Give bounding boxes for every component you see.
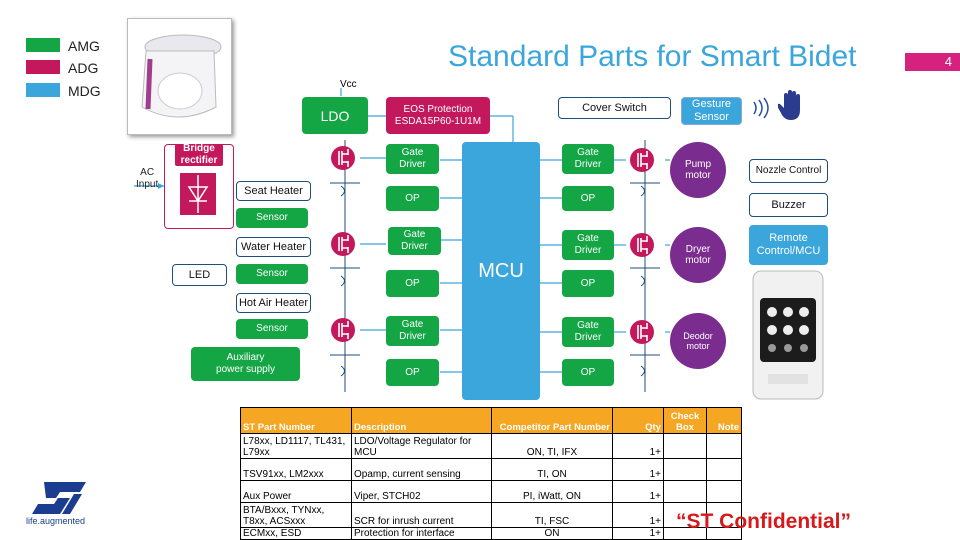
table-cell: TI, ON	[491, 458, 613, 481]
table-cell: Opamp, current sensing	[351, 458, 492, 481]
sensor-block-water: Sensor	[236, 264, 308, 284]
ldo-block: LDO	[302, 97, 368, 134]
table-header: ST Part Number	[240, 407, 352, 434]
table-cell: TI, FSC	[491, 502, 613, 528]
table-cell: L78xx, LD1117, TL431, L79xx	[240, 433, 352, 459]
cover-switch-block: Cover Switch	[558, 97, 671, 119]
table-cell: Aux Power	[240, 480, 352, 503]
confidential-label: “ST Confidential”	[676, 510, 851, 533]
table-cell: LDO/Voltage Regulator for MCU	[351, 433, 492, 459]
table-cell: 1+	[612, 458, 664, 481]
table-cell	[706, 527, 742, 540]
table-row: TSV91xx, LM2xxx Opamp, current sensing T…	[240, 458, 742, 481]
table-cell: 1+	[612, 480, 664, 503]
seat-heater-label: Seat Heater	[236, 181, 311, 201]
table-cell: 1+	[612, 433, 664, 459]
table-cell	[663, 480, 707, 503]
auxiliary-power-supply-block: Auxiliary power supply	[191, 347, 300, 381]
mosfet-icon-left-1	[327, 143, 361, 173]
gesture-sensor-block: Gesture Sensor	[681, 97, 742, 125]
table-row: ECMxx, ESD Protection for interface ON 1…	[240, 527, 742, 540]
op-right-3: OP	[562, 359, 614, 386]
dryer-motor: Dryer motor	[670, 227, 726, 283]
table-cell: 1+	[612, 502, 664, 528]
table-cell: ON	[491, 527, 613, 540]
table-cell	[663, 433, 707, 459]
remote-control-image	[752, 270, 824, 400]
op-left-1: OP	[386, 186, 439, 211]
legend-swatch-amg	[26, 38, 60, 52]
table-cell: PI, iWatt, ON	[491, 480, 613, 503]
eos-protection-block: EOS Protection ESDA15P60-1U1M	[386, 97, 490, 134]
mosfet-icon-right-1	[626, 145, 660, 175]
op-left-3: OP	[386, 359, 439, 386]
table-cell: TSV91xx, LM2xxx	[240, 458, 352, 481]
page-title: Standard Parts for Smart Bidet	[448, 40, 857, 73]
remote-control-mcu-block: Remote Control/MCU	[749, 225, 828, 265]
table-header: Qty	[612, 407, 664, 434]
bidet-product-image	[127, 18, 232, 135]
gate-driver-right-2: Gate Driver	[562, 230, 614, 260]
mosfet-icon-right-3	[626, 317, 660, 347]
gate-driver-left-3: Gate Driver	[386, 316, 439, 346]
table-cell: ON, TI, IFX	[491, 433, 613, 459]
gate-driver-right-3: Gate Driver	[562, 317, 614, 347]
table-cell	[706, 480, 742, 503]
logo-tagline: life.augmented	[26, 516, 86, 526]
diode-icon	[180, 173, 216, 215]
legend-swatch-mdg	[26, 83, 60, 97]
table-row: Aux Power Viper, STCH02 PI, iWatt, ON 1+	[240, 480, 742, 503]
mosfet-icon-right-2	[626, 230, 660, 260]
table-cell: Viper, STCH02	[351, 480, 492, 503]
table-row: BTA/Bxxx, TYNxx, T8xx, ACSxxx SCR for in…	[240, 502, 742, 528]
gate-driver-left-1: Gate Driver	[386, 144, 439, 174]
op-right-1: OP	[562, 186, 614, 211]
st-logo-icon	[30, 480, 88, 516]
parts-table: ST Part Number Description Competitor Pa…	[240, 407, 742, 540]
mosfet-icon-left-2	[327, 229, 361, 259]
legend-label-mdg: MDG	[68, 83, 101, 99]
table-cell: 1+	[612, 527, 664, 540]
buzzer-block: Buzzer	[749, 193, 828, 217]
table-cell: SCR for inrush current	[351, 502, 492, 528]
hand-icon	[776, 90, 806, 124]
parts-table-container: ST Part Number Description Competitor Pa…	[240, 407, 742, 540]
sensor-block-hot-air: Sensor	[236, 319, 308, 339]
table-cell: ECMxx, ESD	[240, 527, 352, 540]
table-header: Note	[706, 407, 742, 434]
gate-driver-right-1: Gate Driver	[562, 144, 614, 174]
page-number: 4	[905, 53, 960, 71]
legend-label-amg: AMG	[68, 38, 100, 54]
op-left-2: OP	[386, 270, 439, 297]
mcu-block: MCU	[462, 142, 540, 400]
table-header: Competitor Part Number	[491, 407, 613, 434]
nozzle-control-block: Nozzle Control	[749, 159, 828, 183]
table-cell	[706, 433, 742, 459]
legend-label-adg: ADG	[68, 60, 99, 76]
sensor-block-seat: Sensor	[236, 208, 308, 228]
deodor-motor: Deodor motor	[670, 313, 726, 369]
water-heater-label: Water Heater	[236, 237, 311, 257]
wave-icon	[750, 97, 772, 119]
table-cell: Protection for interface	[351, 527, 492, 540]
table-cell	[706, 502, 742, 528]
gate-driver-left-2: Gate Driver	[388, 227, 441, 255]
hot-air-heater-label: Hot Air Heater	[236, 293, 311, 313]
op-right-2: OP	[562, 270, 614, 297]
table-cell	[663, 458, 707, 481]
led-block: LED	[172, 264, 227, 286]
mosfet-icon-left-3	[327, 315, 361, 345]
pump-motor: Pump motor	[670, 142, 726, 198]
table-header: Description	[351, 407, 492, 434]
table-cell: BTA/Bxxx, TYNxx, T8xx, ACSxxx	[240, 502, 352, 528]
vcc-label: Vcc	[340, 79, 357, 90]
table-cell	[663, 502, 707, 528]
table-cell	[706, 458, 742, 481]
table-header: Check Box	[663, 407, 707, 434]
bridge-rectifier-label: Bridge rectifier	[175, 143, 223, 166]
table-row: L78xx, LD1117, TL431, L79xx LDO/Voltage …	[240, 433, 742, 459]
ac-input-label: AC Input	[136, 167, 159, 190]
legend-swatch-adg	[26, 60, 60, 74]
